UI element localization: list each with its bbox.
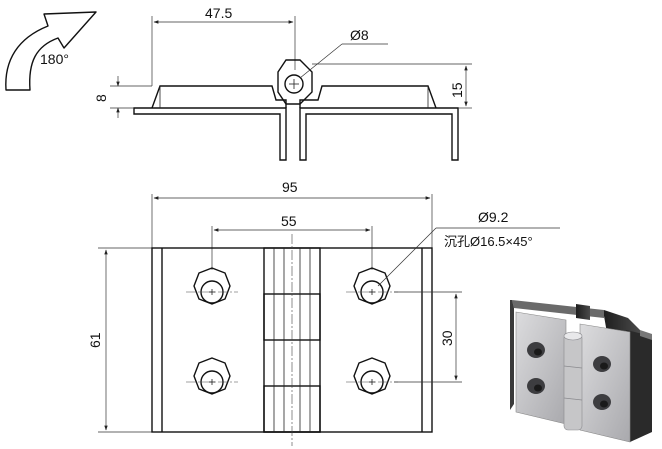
hole-diameter-label: Ø9.2 [478,209,509,225]
hinge-3d-render-image [510,300,652,443]
right-height-label: 15 [449,82,465,98]
vertical-spacing-label: 30 [439,330,455,346]
hole-top-left [186,267,238,305]
pin-diameter-label: Ø8 [350,27,369,43]
rotation-angle-label: 180° [40,51,69,67]
left-height-label: 8 [93,94,109,102]
hole-bottom-right [346,357,398,395]
side-view: 47.5 Ø8 8 15 [93,5,472,161]
height-label: 61 [87,332,103,348]
countersink-label: 沉孔Ø16.5×45° [444,234,533,249]
side-width-label: 47.5 [205,5,232,21]
overall-width-label: 95 [282,179,298,195]
hole-bottom-left [186,357,238,395]
hole-spacing-label: 55 [281,213,297,229]
top-view: 95 55 61 [87,179,560,446]
rotation-arrow-icon [5,11,97,91]
